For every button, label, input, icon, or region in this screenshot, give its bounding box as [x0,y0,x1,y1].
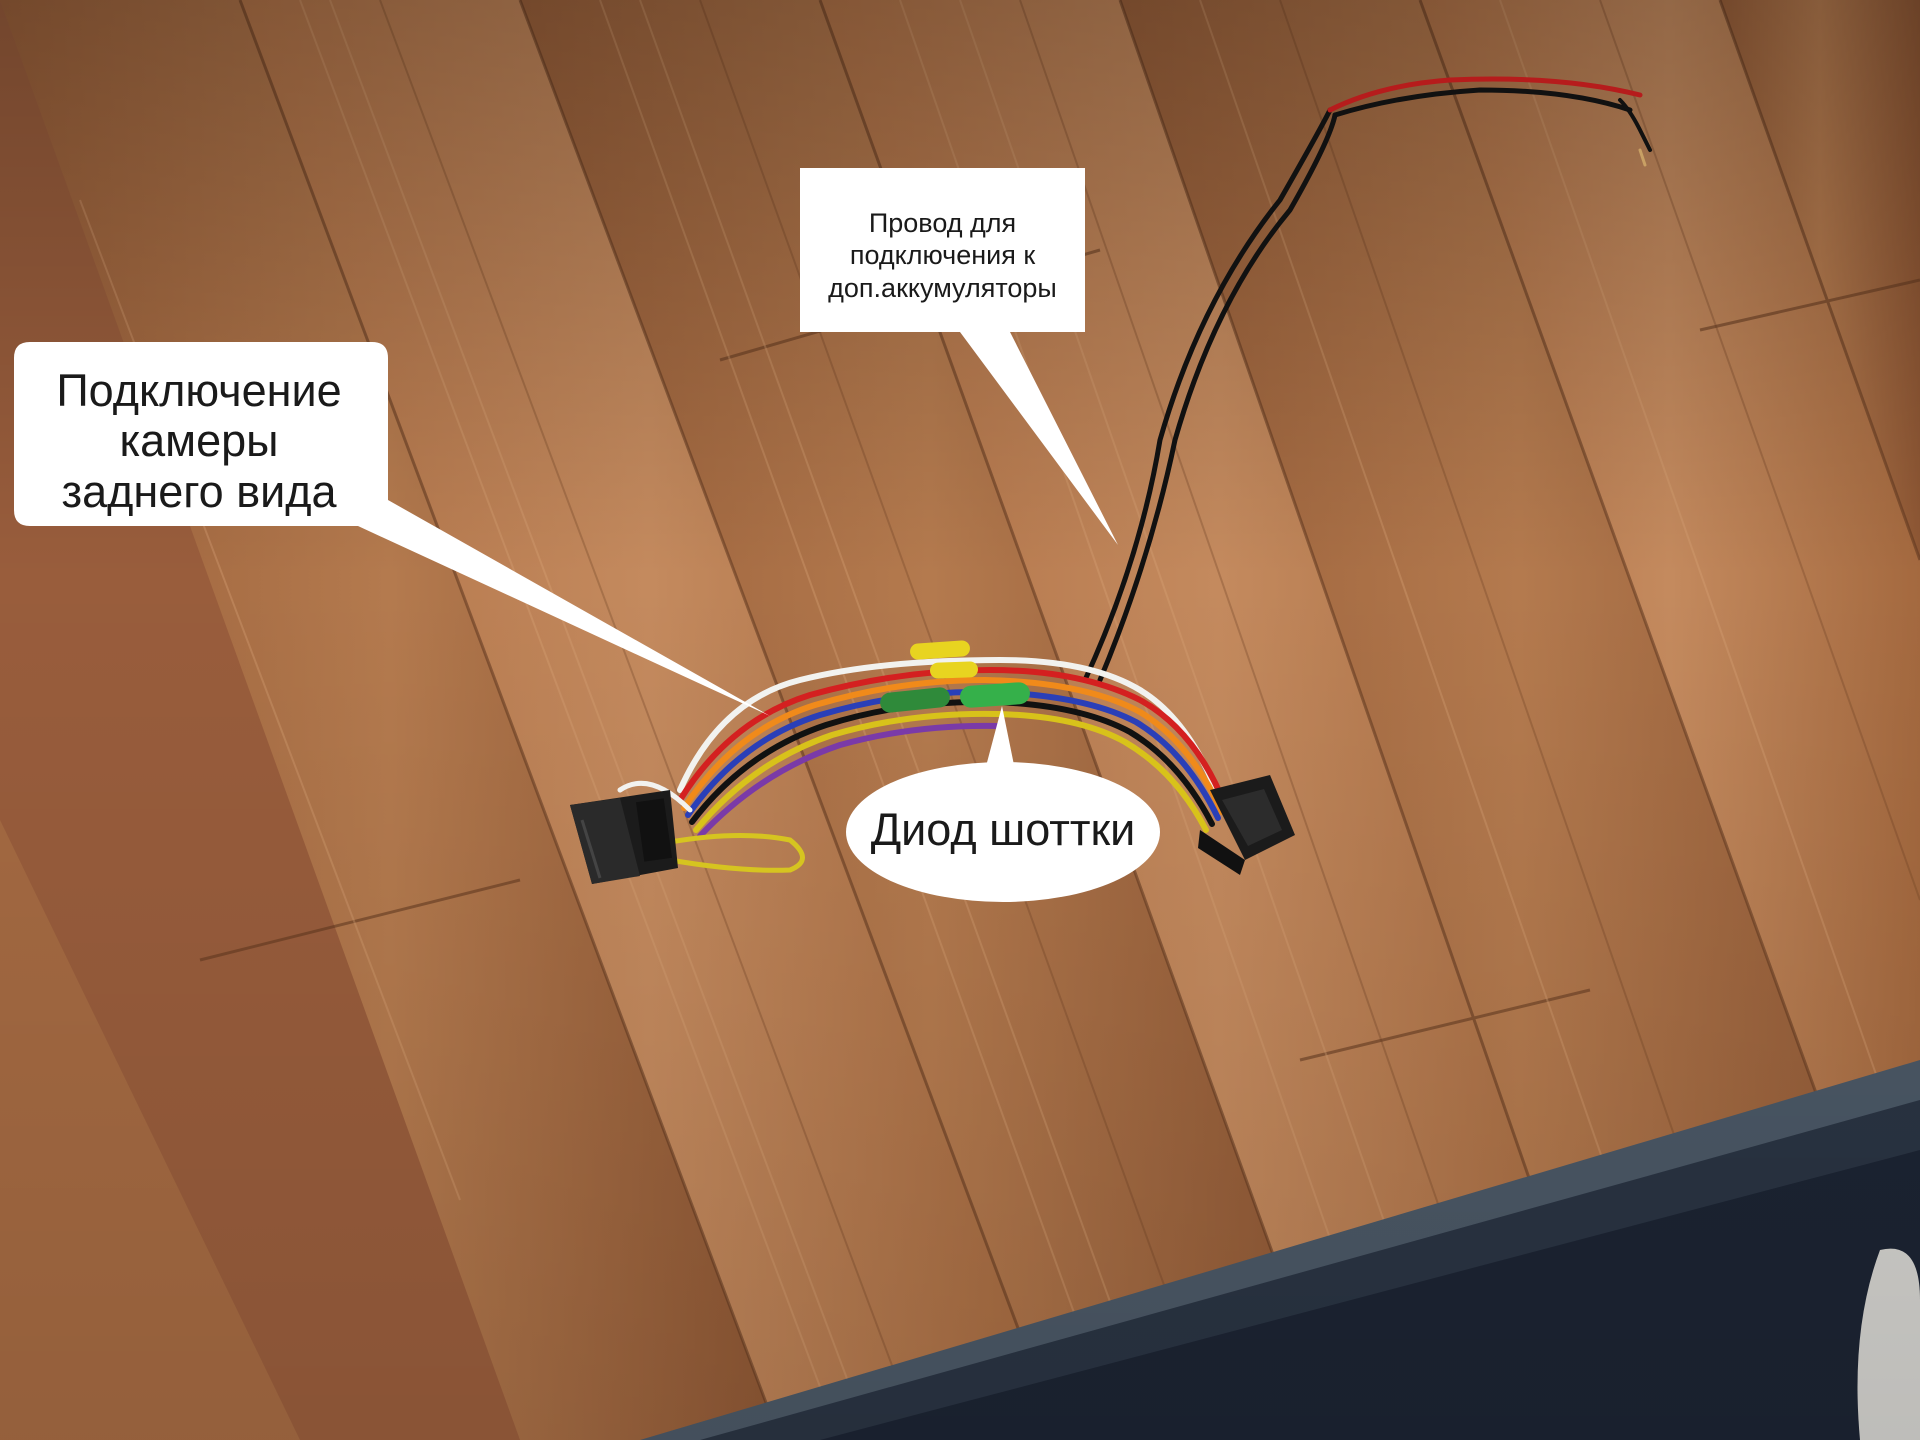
callout-camera [14,342,770,716]
heat-shrink [880,640,1030,713]
plug-block-icon [570,790,678,884]
schottky-diode-icon [960,682,1030,708]
yellow-loop [669,832,805,873]
callout-diode [846,706,1160,902]
battery-wire [1082,76,1652,683]
socket-block-icon [1198,775,1295,875]
callout-wire [800,168,1118,545]
